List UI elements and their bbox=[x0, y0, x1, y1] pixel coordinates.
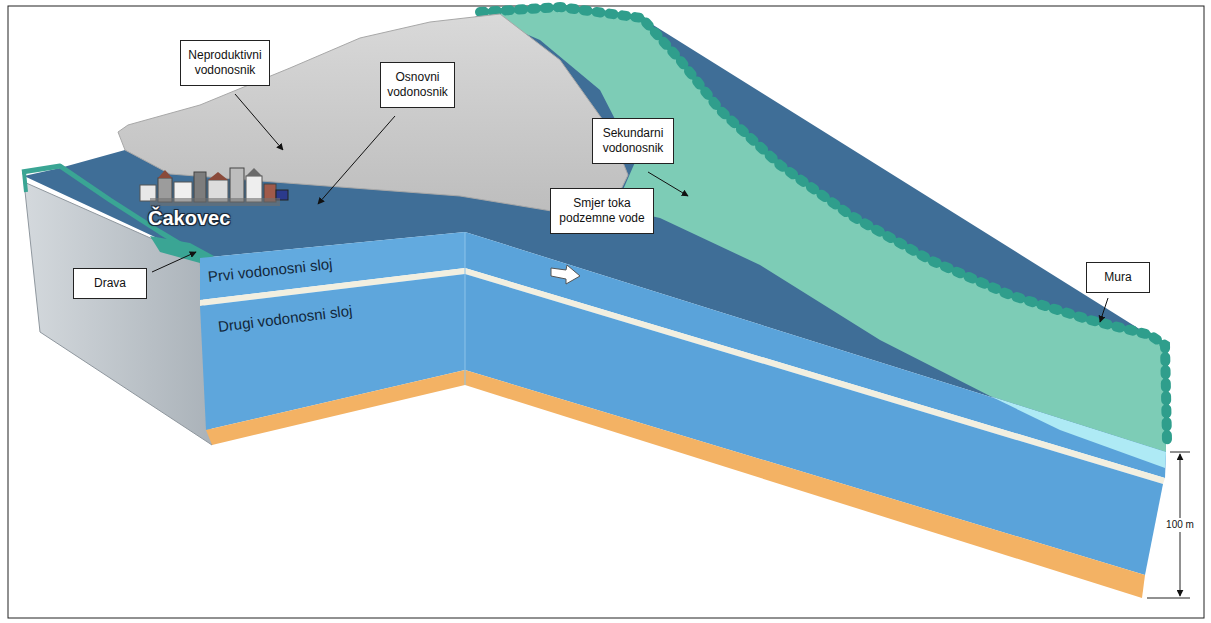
leader-arrow bbox=[648, 172, 688, 196]
callout-text: Mura bbox=[1092, 270, 1144, 285]
leader-arrow bbox=[235, 94, 283, 150]
callout-text: Osnovni vodonosnik bbox=[386, 70, 449, 100]
leader-arrows bbox=[152, 94, 1108, 322]
callout-text: Drava bbox=[79, 276, 141, 291]
leader-arrow bbox=[152, 252, 196, 272]
drava-rim bbox=[24, 172, 26, 192]
nonproductive-aquifer bbox=[118, 14, 628, 214]
town-name: Čakovec bbox=[148, 207, 230, 230]
flow-arrow bbox=[551, 265, 580, 284]
callout-text: Smjer toka podzemne vode bbox=[556, 196, 648, 226]
dimension-label: 100 m bbox=[1164, 518, 1196, 532]
callout-text: Neproduktivni vodonosnik bbox=[186, 48, 264, 78]
frame bbox=[8, 6, 1204, 618]
river-deposit bbox=[990, 396, 1166, 468]
callout-box: Sekundarni vodonosnik bbox=[592, 118, 674, 164]
block-edge bbox=[465, 232, 466, 385]
base-layer bbox=[206, 370, 465, 445]
callout-box: Drava bbox=[73, 268, 147, 299]
callout-box: Mura bbox=[1086, 262, 1150, 293]
callout-box: Osnovni vodonosnik bbox=[380, 62, 455, 108]
leader-arrow bbox=[318, 116, 395, 204]
callout-box: Neproduktivni vodonosnik bbox=[180, 40, 270, 86]
callout-box: Smjer toka podzemne vode bbox=[550, 188, 654, 234]
base-layer bbox=[465, 370, 1145, 598]
town-buildings bbox=[140, 168, 288, 206]
callout-text: Sekundarni vodonosnik bbox=[598, 126, 668, 156]
leader-arrow bbox=[1100, 298, 1108, 322]
